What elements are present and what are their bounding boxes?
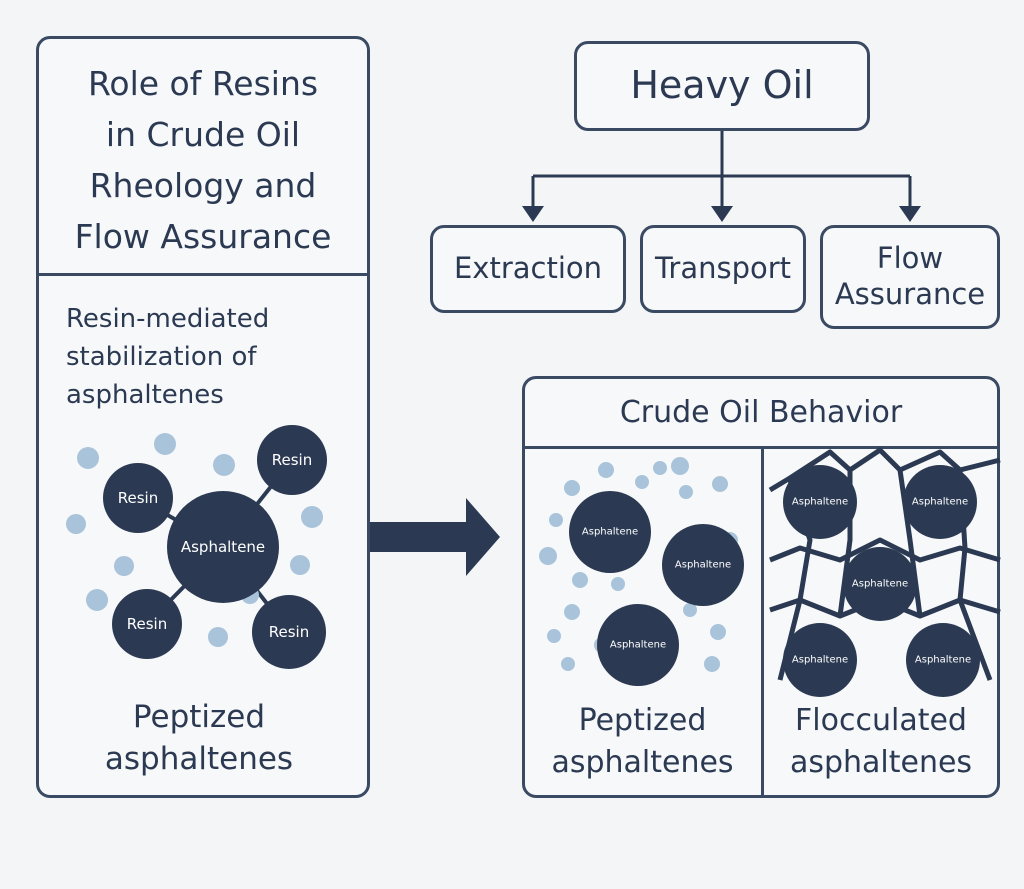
flocculated-asphaltene: Asphaltene	[783, 465, 857, 539]
transition-arrow	[370, 498, 500, 576]
flocculated-asphaltene-circle	[843, 547, 917, 621]
resin-dot	[539, 547, 557, 565]
resin-dot	[77, 447, 99, 469]
resin-dot	[114, 556, 134, 576]
dispersed-resin-dots	[66, 433, 738, 672]
flow-assurance-label: Flow Assurance	[834, 241, 986, 311]
resin-dot	[704, 656, 720, 672]
flow-assurance-box	[820, 225, 1000, 329]
heavy-oil-box	[574, 41, 870, 131]
resin-particle-circle	[257, 425, 327, 495]
flocculated-asphaltene-circle	[906, 623, 980, 697]
resin-particle: Resin	[103, 463, 173, 533]
resin-dot	[679, 485, 693, 499]
resin-particle-label: Resin	[118, 489, 158, 507]
resin-particle: Resin	[257, 425, 327, 495]
peptized-caption: Peptized asphaltenes	[551, 703, 734, 780]
resin-particle: Resin	[252, 595, 326, 669]
asphaltene-core-circle	[167, 491, 279, 603]
resin-dot	[712, 476, 728, 492]
resin-particle-circle	[252, 595, 326, 669]
resin-dot	[213, 454, 235, 476]
peptized-asphaltene-label: Asphaltene	[675, 560, 731, 571]
left-panel-subtitle: Resin-mediated stabilization of asphalte…	[66, 304, 270, 410]
flocculated-asphaltene-circle	[783, 465, 857, 539]
resin-dot	[86, 589, 108, 611]
peptized-asphaltene-circle	[569, 491, 651, 573]
resin-dot	[564, 604, 580, 620]
resin-particle-circle	[112, 589, 182, 659]
resin-dot	[208, 627, 228, 647]
peptized-asphaltene-circle	[597, 604, 679, 686]
peptized-asphaltene-label: Asphaltene	[582, 527, 638, 538]
peptized-asphaltene: Asphaltene	[569, 491, 651, 573]
flocculated-asphaltene-label: Asphaltene	[912, 497, 968, 508]
peptized-asphaltene: Asphaltene	[597, 604, 679, 686]
extraction-box	[430, 225, 626, 313]
resin-dot	[572, 572, 588, 588]
heavy-oil-label: Heavy Oil	[630, 63, 814, 107]
flocculated-asphaltene-circle	[903, 465, 977, 539]
asphaltene-core: Asphaltene	[167, 491, 279, 603]
transport-box	[640, 225, 806, 313]
asphaltene-core-label: Asphaltene	[181, 538, 265, 556]
tree-connectors	[531, 131, 912, 210]
flocculated-asphaltene: Asphaltene	[783, 623, 857, 697]
arrowhead-extraction	[522, 206, 544, 222]
arrowhead-transport	[711, 206, 733, 222]
flocculated-asphaltene: Asphaltene	[906, 623, 980, 697]
extraction-label: Extraction	[453, 251, 603, 285]
resin-dot	[653, 461, 667, 475]
left-panel-title: Role of Resins in Crude Oil Rheology and…	[74, 64, 332, 256]
resin-particle-circle	[103, 463, 173, 533]
resin-particle-label: Resin	[127, 615, 167, 633]
flocculated-asphaltene-label: Asphaltene	[792, 497, 848, 508]
resin-dot	[564, 480, 580, 496]
flocculated-caption: Flocculated asphaltenes	[789, 703, 973, 780]
resin-dot	[710, 624, 726, 640]
peptized-asphaltene-circle	[662, 524, 744, 606]
resin-dot	[547, 629, 561, 643]
left-panel-caption: Peptized asphaltenes	[104, 699, 294, 777]
resin-particle-label: Resin	[272, 451, 312, 469]
behavior-panel-split	[761, 446, 764, 796]
resin-dot	[154, 433, 176, 455]
resin-particle-label: Resin	[269, 623, 309, 641]
flocculated-asphaltene-label: Asphaltene	[852, 579, 908, 590]
resin-dot	[301, 506, 323, 528]
flocculated-asphaltene: Asphaltene	[843, 547, 917, 621]
resin-dot	[561, 657, 575, 671]
arrowhead-flow-assurance	[899, 206, 921, 222]
transport-label: Transport	[654, 251, 792, 285]
behavior-panel-title: Crude Oil Behavior	[619, 395, 903, 430]
peptized-asphaltene: Asphaltene	[662, 524, 744, 606]
flocculated-asphaltene-label: Asphaltene	[792, 655, 848, 666]
left-panel-divider	[38, 273, 368, 276]
resin-dot	[635, 475, 649, 489]
resin-dot	[290, 555, 310, 575]
flocculated-asphaltene-label: Asphaltene	[915, 655, 971, 666]
resin-dot	[683, 603, 697, 617]
flocculated-asphaltene-circle	[783, 623, 857, 697]
peptized-asphaltene-label: Asphaltene	[610, 640, 666, 651]
flocculated-asphaltene: Asphaltene	[903, 465, 977, 539]
resin-dot	[671, 457, 689, 475]
resin-dot	[549, 513, 563, 527]
resin-dot	[66, 514, 86, 534]
left-panel	[36, 36, 370, 798]
resin-dot	[611, 577, 625, 591]
resin-particle: Resin	[112, 589, 182, 659]
resin-dot	[598, 462, 614, 478]
